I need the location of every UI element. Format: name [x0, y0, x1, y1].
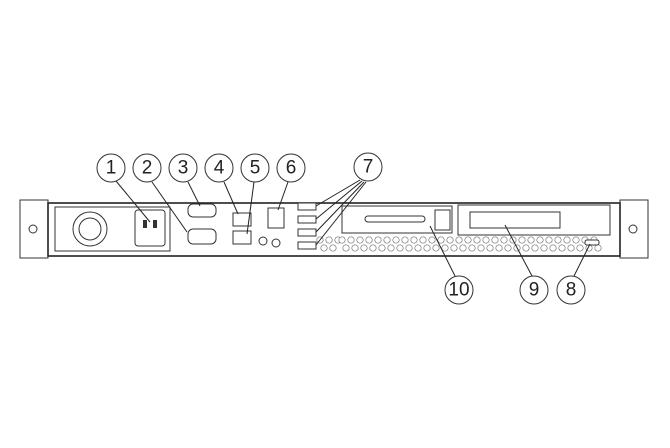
vent-hole [320, 244, 328, 252]
callout-label: 9 [529, 280, 540, 301]
vent-hole [338, 236, 346, 244]
vent-hole [392, 236, 400, 244]
vent-hole [342, 244, 350, 252]
callout-2: 2 [132, 153, 162, 183]
vent-hole [378, 244, 386, 252]
callout-6: 6 [276, 153, 306, 183]
vent-hole [441, 244, 449, 252]
callout-label: 6 [286, 158, 297, 179]
vent-hole [567, 244, 575, 252]
vent-hole [536, 236, 544, 244]
callout-label: 10 [448, 280, 469, 301]
vent-hole [500, 236, 508, 244]
vent-hole [477, 244, 485, 252]
vent-hole [459, 244, 467, 252]
callout-label: 1 [106, 158, 117, 179]
vent-hole [495, 244, 503, 252]
callout-label: 4 [214, 158, 225, 179]
vent-hole [410, 236, 418, 244]
vent-hole [450, 244, 458, 252]
usb-port-1 [297, 202, 317, 211]
callout-label: 7 [363, 157, 374, 178]
nic-port-2 [232, 230, 252, 245]
usb-port-3 [297, 228, 317, 237]
uid-button [584, 239, 600, 246]
vent-hole [432, 244, 440, 252]
vent-hole [540, 244, 548, 252]
vent-hole [576, 244, 584, 252]
left-thumbscrew [28, 224, 38, 234]
vent-hole [405, 244, 413, 252]
callout-label: 2 [142, 158, 153, 179]
vent-pattern [316, 236, 602, 252]
vent-hole [383, 236, 391, 244]
vent-hole [531, 244, 539, 252]
callout-label: 3 [178, 158, 189, 179]
vent-hole [482, 236, 490, 244]
vga-port [187, 228, 217, 245]
vent-hole [491, 236, 499, 244]
vent-hole [401, 236, 409, 244]
vent-hole [504, 244, 512, 252]
callout-3: 3 [168, 153, 198, 183]
vent-hole [563, 236, 571, 244]
vent-hole [387, 244, 395, 252]
vent-hole [414, 244, 422, 252]
leader-lines [115, 179, 591, 277]
vent-hole [325, 236, 333, 244]
vent-hole [527, 236, 535, 244]
vent-hole [522, 244, 530, 252]
ilo-port [267, 207, 285, 229]
vent-hole [572, 236, 580, 244]
vent-hole [360, 244, 368, 252]
vent-hole [356, 236, 364, 244]
vent-hole [545, 236, 553, 244]
vent-hole [419, 236, 427, 244]
vent-hole [351, 244, 359, 252]
vent-hole [473, 236, 481, 244]
power-inlet [134, 209, 166, 247]
vent-hole [558, 244, 566, 252]
vent-hole [594, 244, 602, 252]
vent-hole [374, 236, 382, 244]
right-thumbscrew [628, 224, 638, 234]
vent-hole [446, 236, 454, 244]
callout-5: 5 [240, 153, 270, 183]
callout-9: 9 [519, 275, 549, 305]
vent-hole [396, 244, 404, 252]
vent-hole [329, 244, 337, 252]
callout-label: 5 [250, 158, 261, 179]
usb-port-4 [297, 241, 317, 250]
callout-1: 1 [96, 153, 126, 183]
vent-hole [464, 236, 472, 244]
vent-hole [347, 236, 355, 244]
callout-10: 10 [444, 275, 474, 305]
chassis [19, 199, 649, 259]
vent-hole [423, 244, 431, 252]
callout-4: 4 [204, 153, 234, 183]
vent-hole [549, 244, 557, 252]
vent-hole [554, 236, 562, 244]
vent-hole [437, 236, 445, 244]
vent-hole [518, 236, 526, 244]
serial-port [187, 203, 217, 218]
vent-hole [428, 236, 436, 244]
callout-8: 8 [556, 275, 586, 305]
callout-label: 8 [566, 280, 577, 301]
usb-port-2 [297, 215, 317, 224]
vent-hole [455, 236, 463, 244]
vent-hole [486, 244, 494, 252]
vent-hole [369, 244, 377, 252]
vent-hole [365, 236, 373, 244]
callout-7: 7 [353, 152, 383, 182]
nic-port-1 [232, 212, 252, 227]
vent-hole [468, 244, 476, 252]
